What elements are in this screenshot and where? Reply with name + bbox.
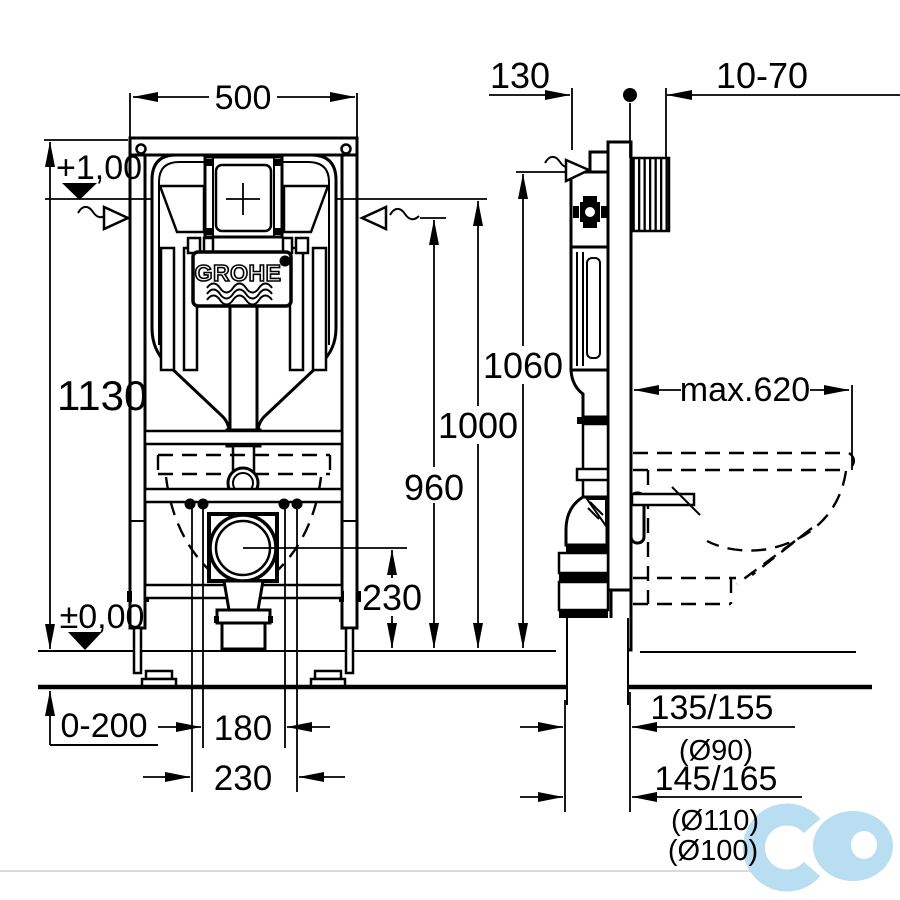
level-label-plus100: +1,00 <box>56 149 142 187</box>
wall-bolt-detail <box>573 196 607 228</box>
dim-wall-clearance: 10-70 <box>665 55 900 158</box>
watermark-c-shape <box>742 803 821 892</box>
front-view-frame: GROHE <box>127 136 361 688</box>
dim-label-10-70: 10-70 <box>716 55 808 96</box>
flush-plate <box>203 155 284 239</box>
dim-floor-buildup: 0-200 <box>45 690 158 746</box>
actuation-arrow-side <box>544 155 593 183</box>
dim-label-d90: (Ø90) <box>679 735 753 767</box>
dim-label-230-bottom: 230 <box>214 759 272 798</box>
water-level-right <box>282 184 330 234</box>
fixing-bolt <box>184 498 196 510</box>
dim-frame-depth: 130 <box>489 55 573 150</box>
dimensions: 500 1130 +1,00 <box>44 55 900 867</box>
dim-label-max620: max.620 <box>680 371 810 409</box>
frame-screw <box>135 143 147 155</box>
level-marker-top: +1,00 <box>45 149 487 215</box>
drain-elbow <box>564 495 609 547</box>
dim-plate-center-height: 1000 <box>438 200 518 649</box>
dim-label-135-155: 135/155 <box>651 689 774 727</box>
right-leg <box>344 626 355 675</box>
dim-label-230-right: 230 <box>362 577 422 618</box>
wall-anchor-hatched <box>631 156 671 233</box>
actuation-arrow-right <box>358 205 446 231</box>
level-triangle-icon <box>62 183 97 200</box>
dim-label-1130: 1130 <box>57 372 147 419</box>
dim-frame-width: 500 <box>129 79 358 137</box>
level-triangle-icon <box>68 632 102 650</box>
dim-bottom-width: 230 <box>143 759 345 798</box>
wall-reference-dot <box>623 88 637 158</box>
dim-label-0-200: 0-200 <box>61 707 148 745</box>
dim-frame-height: 1130 <box>44 139 147 650</box>
dim-label-500: 500 <box>215 79 272 117</box>
level-marker-floor: ±0,00 <box>60 598 145 650</box>
dim-label-1000: 1000 <box>438 405 518 446</box>
dim-actuation-height: 960 <box>404 219 464 649</box>
mounting-rod <box>630 492 696 507</box>
dim-bolt-spacing: 180 <box>158 709 330 748</box>
dim-label-180: 180 <box>214 709 272 748</box>
left-leg <box>132 626 143 675</box>
dim-drain-height: 230 <box>243 547 422 649</box>
frame-screw <box>340 143 352 155</box>
brand-logo-text: GROHE <box>195 260 282 286</box>
watermark-logo <box>742 803 893 892</box>
registered-mark-dot <box>279 255 291 267</box>
frame-rail-side <box>606 140 633 592</box>
dim-label-1060: 1060 <box>483 345 563 386</box>
dim-label-145-165: 145/165 <box>655 760 778 798</box>
dim-label-d110: (Ø110) <box>671 805 759 837</box>
dim-outlet-high: 145/165 (Ø110) (Ø100) <box>520 760 802 867</box>
dim-outlet-low: 135/155 (Ø90) <box>520 689 795 767</box>
wave-icon <box>206 282 273 294</box>
dim-label-d100: (Ø100) <box>668 835 758 867</box>
wc-pan-dashed-outline <box>630 451 856 606</box>
dim-label-960: 960 <box>404 467 464 508</box>
dim-max-depth: max.620 <box>633 371 853 470</box>
side-view-frame <box>557 140 671 705</box>
brand-logo-plate: GROHE <box>191 250 293 308</box>
actuation-arrow-left <box>77 205 132 231</box>
dim-total-height: 1060 <box>483 171 573 649</box>
dim-label-130: 130 <box>490 55 550 96</box>
level-label-zero: ±0,00 <box>60 598 145 636</box>
